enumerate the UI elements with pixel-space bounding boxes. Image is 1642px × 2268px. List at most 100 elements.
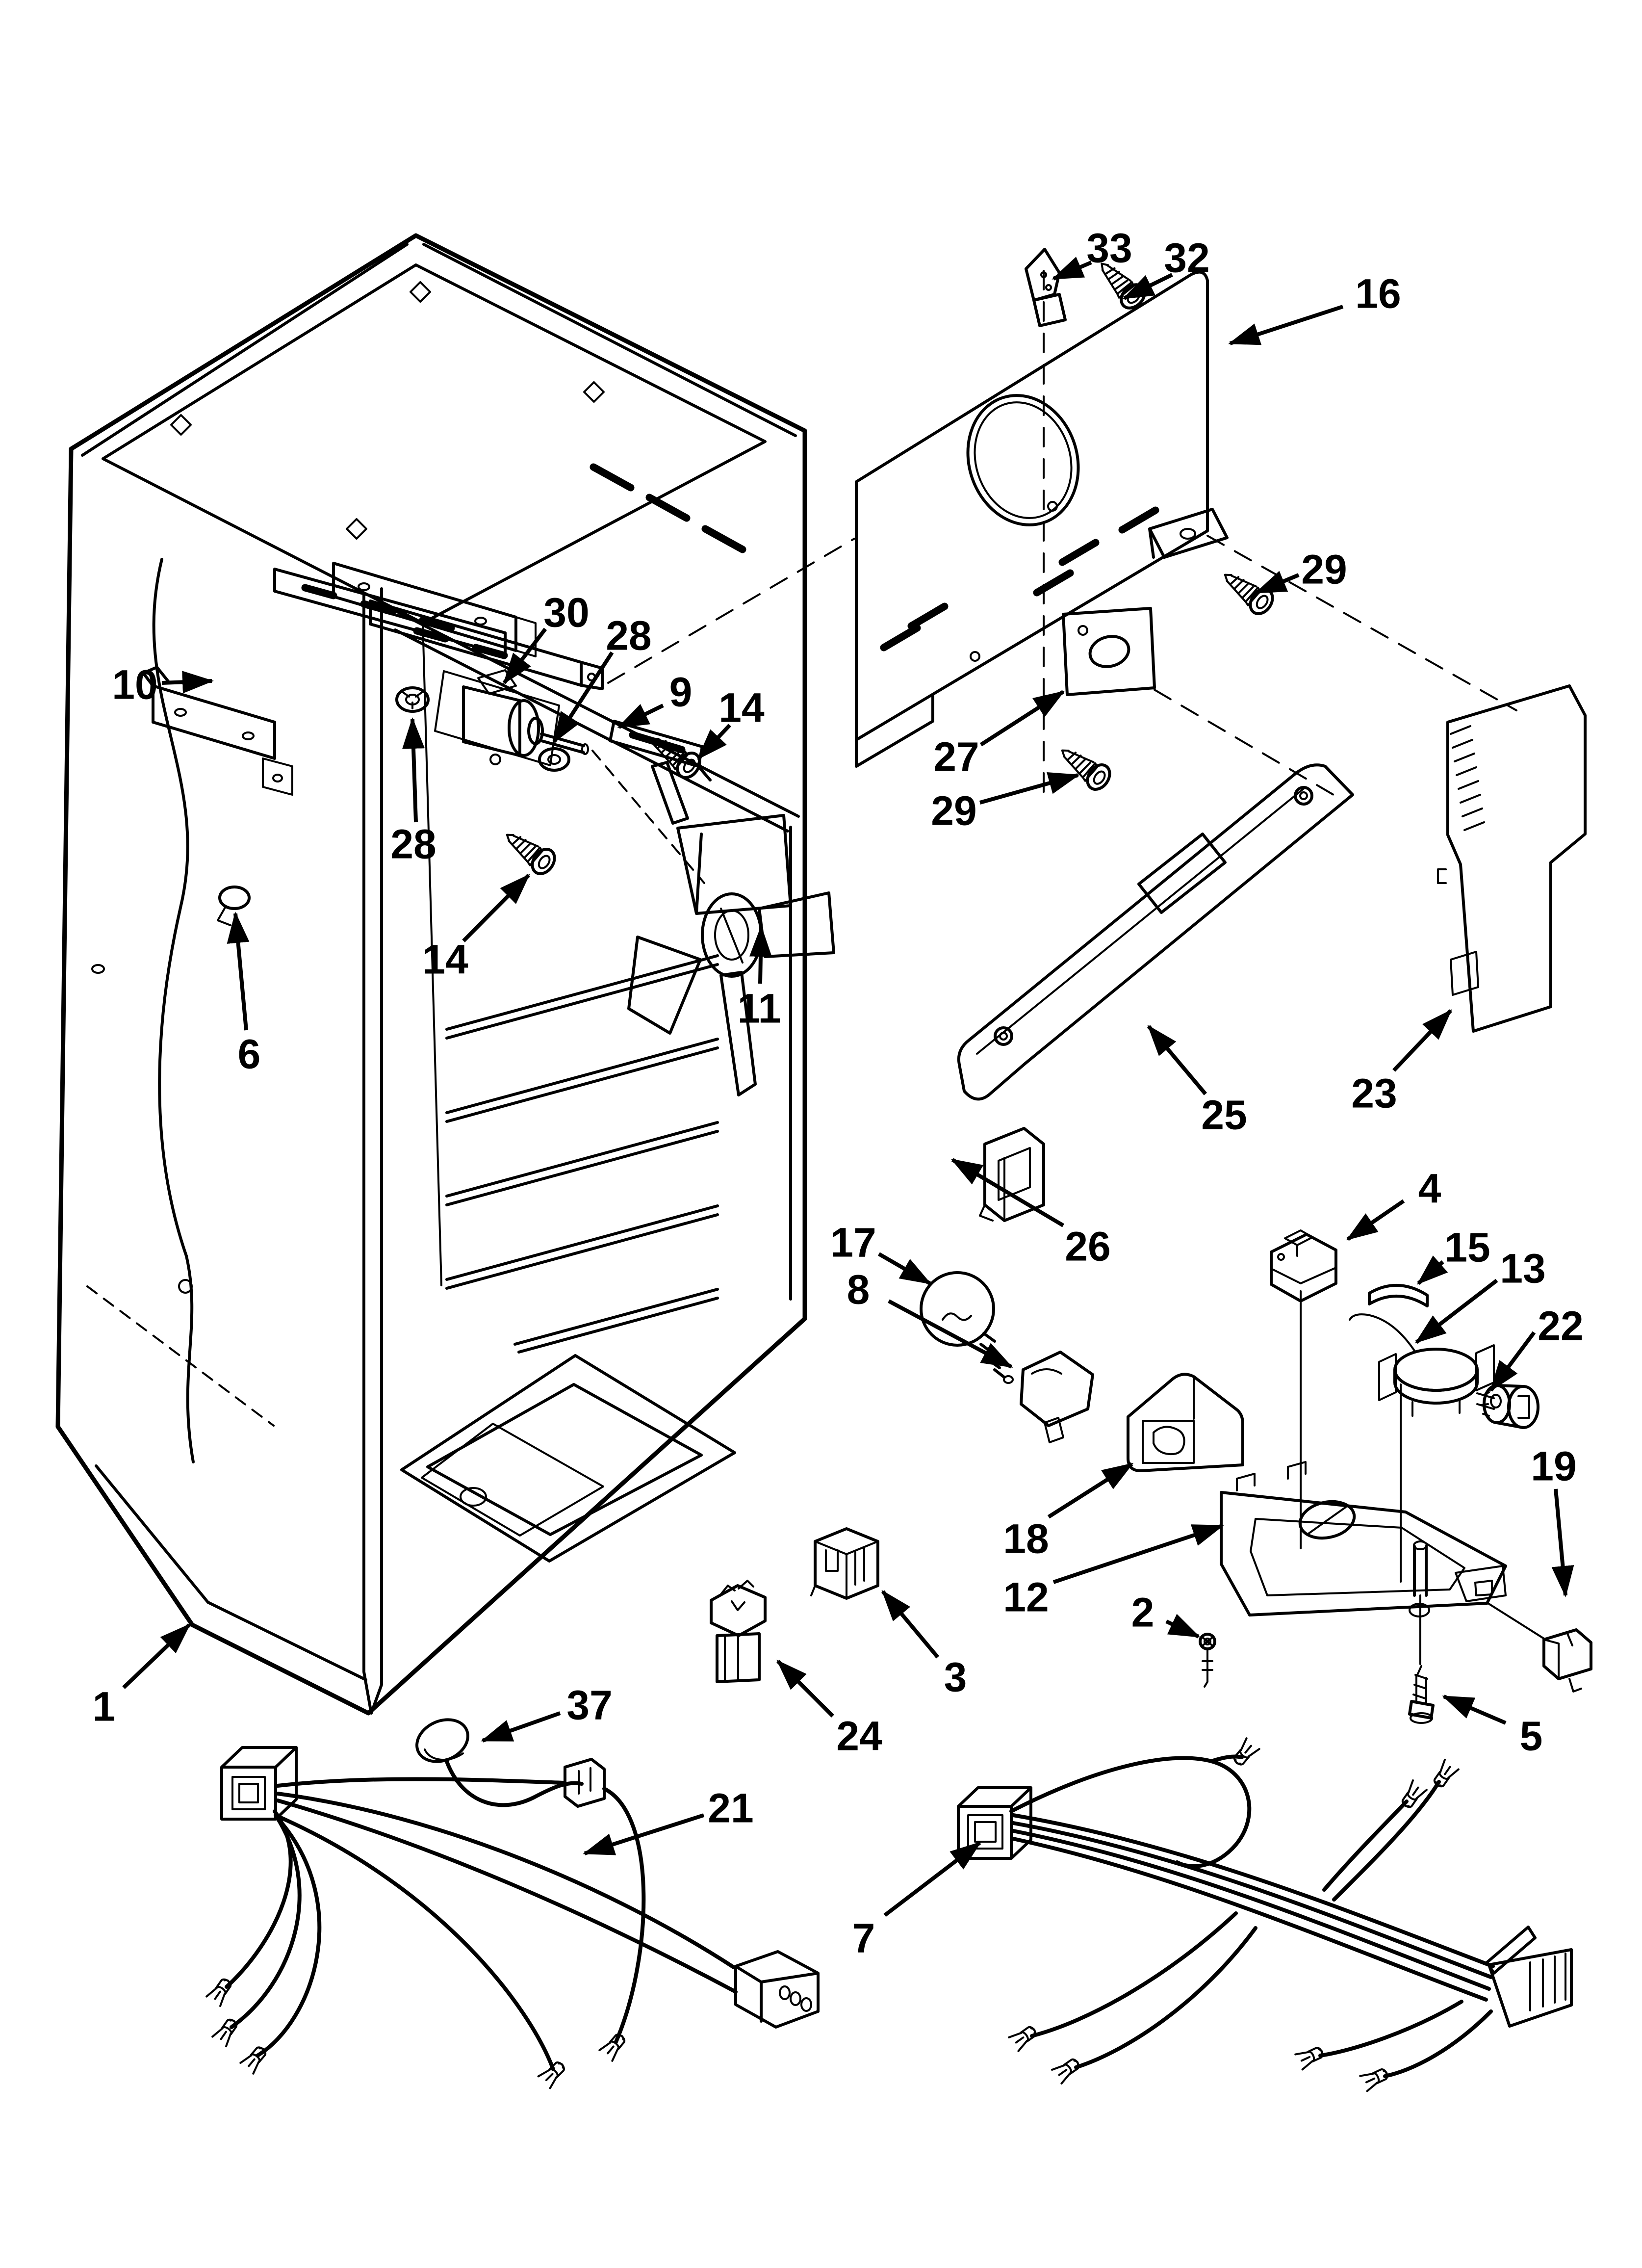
callout-arrow-25 [1147,1024,1207,1095]
callout-arrow-1 [122,1623,191,1689]
callout-arrow-14 [697,724,731,760]
callout-arrow-6 [227,912,250,1031]
control-housing-12 [1220,1461,1507,1617]
clip-19 [1542,1628,1592,1693]
callout-arrow-14 [462,874,530,942]
callout-arrow-4 [1346,1199,1405,1241]
motor-washer-28a [538,747,570,772]
callout-label-3: 3 [944,1654,967,1700]
callout-arrow-7 [883,1841,982,1917]
callout-arrow-29 [1255,571,1300,595]
callout-arrow-29 [979,772,1080,805]
callout-arrow-9 [617,704,664,729]
callout-label-37: 37 [566,1682,612,1728]
callout-label-27: 27 [933,733,979,780]
callout-label-10: 10 [112,661,157,707]
clip-26 [979,1127,1045,1222]
wire-harness-7 [957,1737,1573,2092]
callout-arrow-10 [161,671,214,694]
callout-label-23: 23 [1351,1070,1397,1116]
bulb-socket-8 [1020,1351,1094,1443]
callout-label-4: 4 [1418,1165,1441,1211]
callout-label-5: 5 [1520,1713,1543,1759]
callout-label-13: 13 [1500,1245,1545,1291]
cold-control-thermostat-13 [1349,1313,1502,1417]
callout-label-24: 24 [836,1713,882,1759]
callout-label-25: 25 [1201,1092,1247,1138]
callout-label-29: 29 [931,787,976,834]
shelf-grommet-6 [217,886,251,926]
retainer-strip-15 [1368,1284,1429,1307]
callout-arrow-11 [749,925,772,984]
callout-arrow-19 [1551,1488,1574,1597]
callout-arrow-28 [402,717,425,823]
callout-label-19: 19 [1531,1443,1576,1489]
callout-arrow-13 [1414,1278,1498,1344]
callout-label-30: 30 [543,589,589,635]
callout-label-33: 33 [1086,225,1132,271]
callout-label-32: 32 [1164,235,1209,281]
callout-arrow-27 [979,690,1065,747]
callout-label-21: 21 [708,1785,753,1831]
callout-label-7: 7 [852,1915,875,1961]
callout-label-2: 2 [1131,1589,1155,1635]
callout-label-16: 16 [1355,270,1401,316]
grommet-37 [415,1718,584,1807]
fan-motor-30 [434,669,589,766]
clip-33 [1025,248,1067,327]
callout-arrow-3 [881,1590,940,1659]
callout-label-14: 14 [718,684,765,730]
callout-label-26: 26 [1065,1223,1110,1269]
clip-3 [810,1527,879,1600]
panel-bracket [1148,508,1229,559]
defrost-thermostat-4 [1270,1229,1337,1303]
callout-arrow-16 [1228,305,1344,345]
callout-label-22: 22 [1538,1303,1583,1349]
screw-29b [1054,740,1114,793]
relay-24 [710,1580,767,1683]
motor-grommet-28b [395,686,430,713]
callout-arrow-30 [502,627,547,685]
callout-arrow-33 [1052,257,1092,281]
callout-arrow-15 [1416,1255,1448,1285]
callout-arrow-17 [878,1252,932,1285]
callout-label-15: 15 [1444,1224,1490,1270]
callout-arrow-37 [481,1711,561,1743]
side-cover-23 [1437,684,1587,1033]
callout-arrow-28 [552,651,614,744]
callout-label-6: 6 [238,1031,261,1077]
callout-arrow-2 [1165,1614,1201,1639]
callout-arrow-26 [950,1158,1065,1227]
callout-arrow-21 [583,1813,705,1855]
alignment-dashed-lines [1154,535,1517,801]
callout-arrow-18 [1047,1462,1134,1519]
callout-label-8: 8 [847,1266,870,1312]
push-rivet-2 [1199,1633,1216,1688]
callout-arrow-32 [1122,273,1173,300]
air-duct-bracket-10 [142,666,293,796]
callout-arrow-8 [888,1299,1013,1369]
callout-label-1: 1 [93,1683,116,1729]
assembly-axis-dashed [607,538,855,684]
screw-14b [499,825,559,878]
top-mounting-rails [273,568,604,690]
drop-lines [1300,1290,1545,1665]
screw-5 [1408,1665,1435,1724]
wire-harness-21 [205,1746,820,2088]
callout-label-9: 9 [669,669,693,715]
evaporator-cover-panel-16 [855,270,1209,801]
callout-label-12: 12 [1003,1574,1049,1620]
shaft-axis-dashed [591,750,705,884]
callout-arrow-23 [1392,1009,1452,1072]
callout-label-29: 29 [1301,546,1347,592]
screw-29a [1217,565,1277,618]
callout-arrow-22 [1489,1331,1536,1392]
callout-label-18: 18 [1003,1515,1049,1562]
callout-arrow-24 [776,1660,834,1718]
control-knob-22 [1480,1384,1539,1429]
callout-label-11: 11 [738,985,781,1031]
liner-cabinet [55,233,807,1716]
